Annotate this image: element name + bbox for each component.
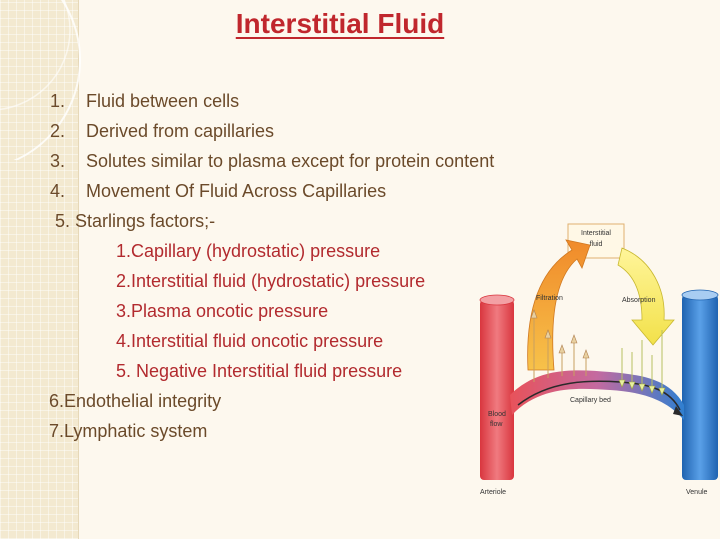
starling-factor: 5. Negative Interstitial fluid pressure bbox=[116, 361, 403, 381]
blood-flow-label: Blood bbox=[488, 411, 506, 418]
list-text: Derived from capillaries bbox=[86, 121, 275, 141]
list-item: 1. Fluid between cells bbox=[50, 91, 239, 112]
interstitial-label: fluid bbox=[590, 241, 603, 248]
page-title: Interstitial Fluid bbox=[235, 8, 445, 39]
capillary-diagram: Interstitial fluid Filtration Absorption bbox=[479, 223, 719, 496]
filtration-label: Filtration bbox=[536, 295, 563, 302]
filtration-flux-arrows bbox=[533, 315, 587, 382]
list-item: 4. Movement Of Fluid Across Capillaries bbox=[50, 181, 386, 202]
starling-factor: 4.Interstitial fluid oncotic pressure bbox=[116, 331, 384, 351]
capillary-bed-label: Capillary bed bbox=[570, 397, 611, 404]
list-text: Movement Of Fluid Across Capillaries bbox=[86, 181, 387, 201]
interstitial-label: Interstitial bbox=[581, 230, 611, 237]
list-text: Fluid between cells bbox=[86, 91, 240, 111]
starlings-heading: 5. Starlings factors;- bbox=[55, 211, 216, 231]
decorative-circles bbox=[0, 0, 81, 160]
starling-factor: 2.Interstitial fluid (hydrostatic) press… bbox=[116, 271, 426, 291]
arteriole-label: Arteriole bbox=[480, 489, 506, 496]
list-number: 1. bbox=[50, 91, 66, 111]
arteriole-vessel bbox=[480, 300, 514, 480]
venule-label: Venule bbox=[686, 489, 708, 496]
absorption-arrow bbox=[617, 247, 675, 346]
starling-factor: 1.Capillary (hydrostatic) pressure bbox=[116, 241, 381, 261]
list-item: 2. Derived from capillaries bbox=[50, 121, 274, 142]
list-number: 2. bbox=[50, 121, 66, 141]
list-number: 3. bbox=[50, 151, 66, 171]
decorative-left-band bbox=[0, 0, 79, 539]
absorption-flux-arrows bbox=[621, 330, 663, 388]
absorption-label: Absorption bbox=[622, 297, 656, 304]
venule-vessel bbox=[682, 295, 718, 480]
list-text: Solutes similar to plasma except for pro… bbox=[86, 151, 495, 171]
blood-flow-label: flow bbox=[490, 421, 503, 428]
list-item: 3. Solutes similar to plasma except for p… bbox=[50, 151, 494, 172]
filtration-arrow bbox=[527, 239, 591, 371]
list-item: 6.Endothelial integrity bbox=[49, 391, 222, 411]
capillary-bed bbox=[510, 370, 684, 420]
list-number: 4. bbox=[50, 181, 66, 201]
starling-factor: 3.Plasma oncotic pressure bbox=[116, 301, 329, 321]
list-item: 7.Lymphatic system bbox=[49, 421, 208, 441]
